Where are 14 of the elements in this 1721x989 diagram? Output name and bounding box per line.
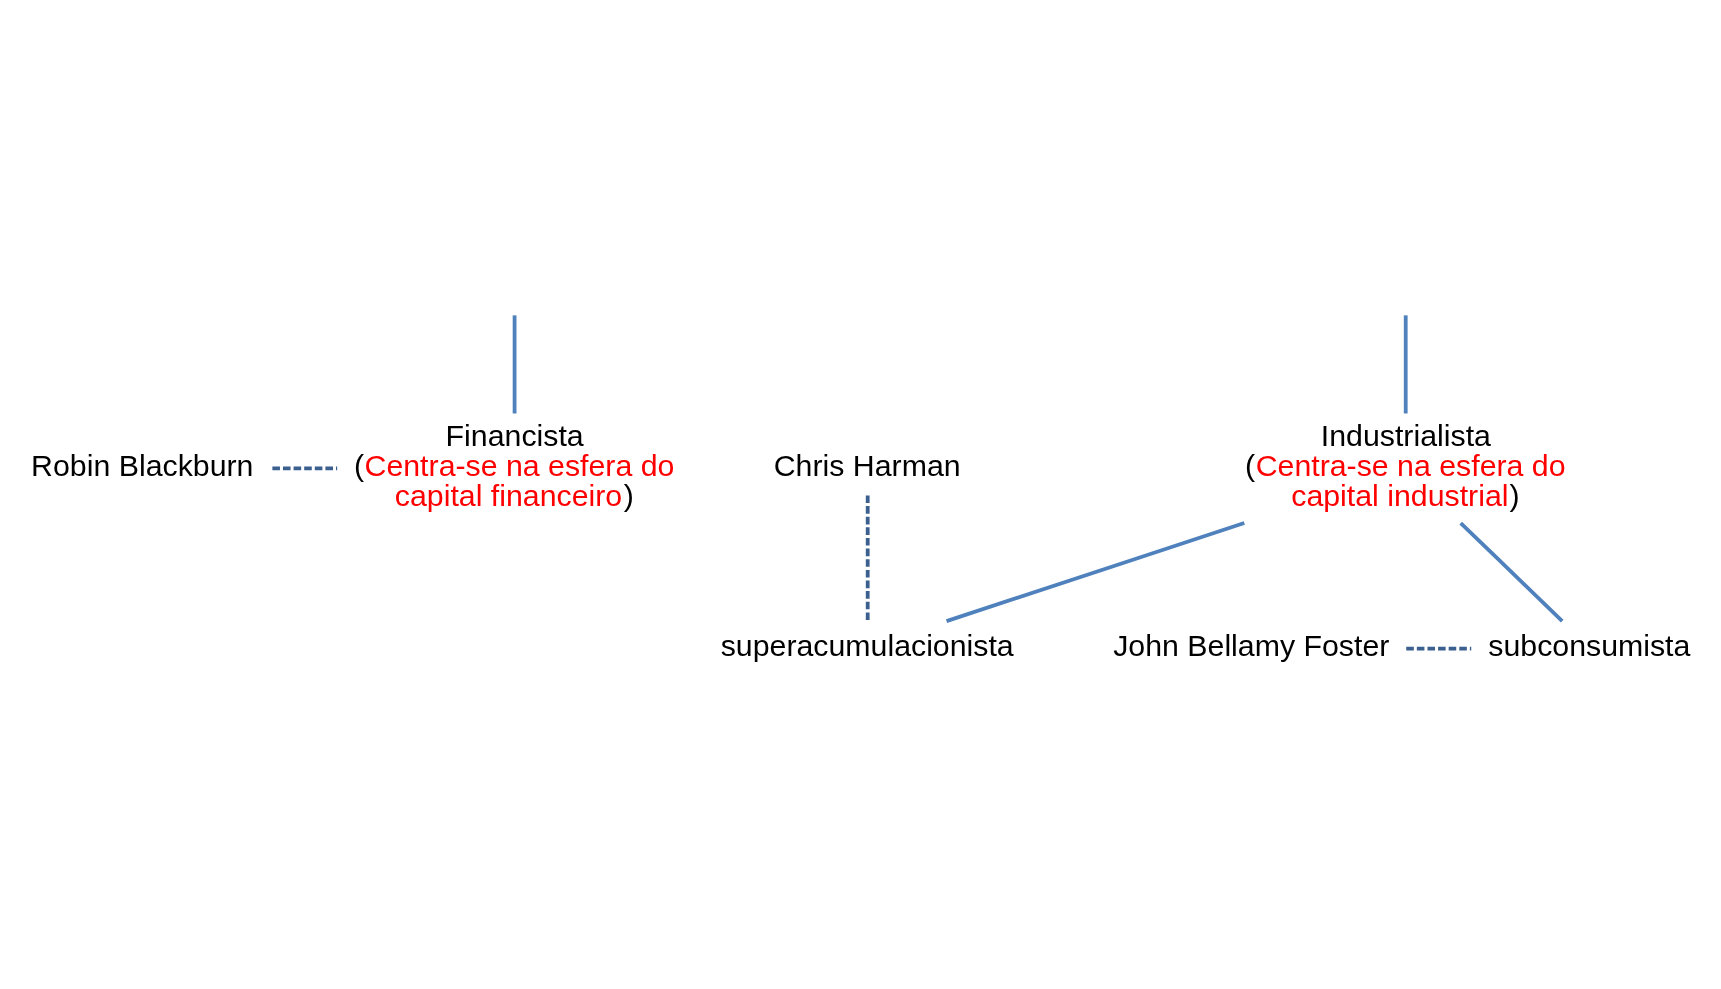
node-text: Robin Blackburn [31,448,254,482]
node-text: John Bellamy Foster [1113,629,1390,663]
node-text: Industrialista (Centra-se na esfera do capital industrial) [1245,418,1566,513]
connector [1403,315,1408,414]
node-text: Chris Harman [773,448,961,482]
node-text: subconsumista [1488,629,1691,663]
connector [272,466,338,471]
connector [1406,646,1472,651]
node-text: superacumulacionista [720,629,1014,663]
connector [865,495,870,622]
connector [945,521,1245,623]
connector [512,315,517,414]
connector [1459,521,1564,623]
node-text: Financista (Centra-se na esfera do capital financeiro) [353,418,675,513]
